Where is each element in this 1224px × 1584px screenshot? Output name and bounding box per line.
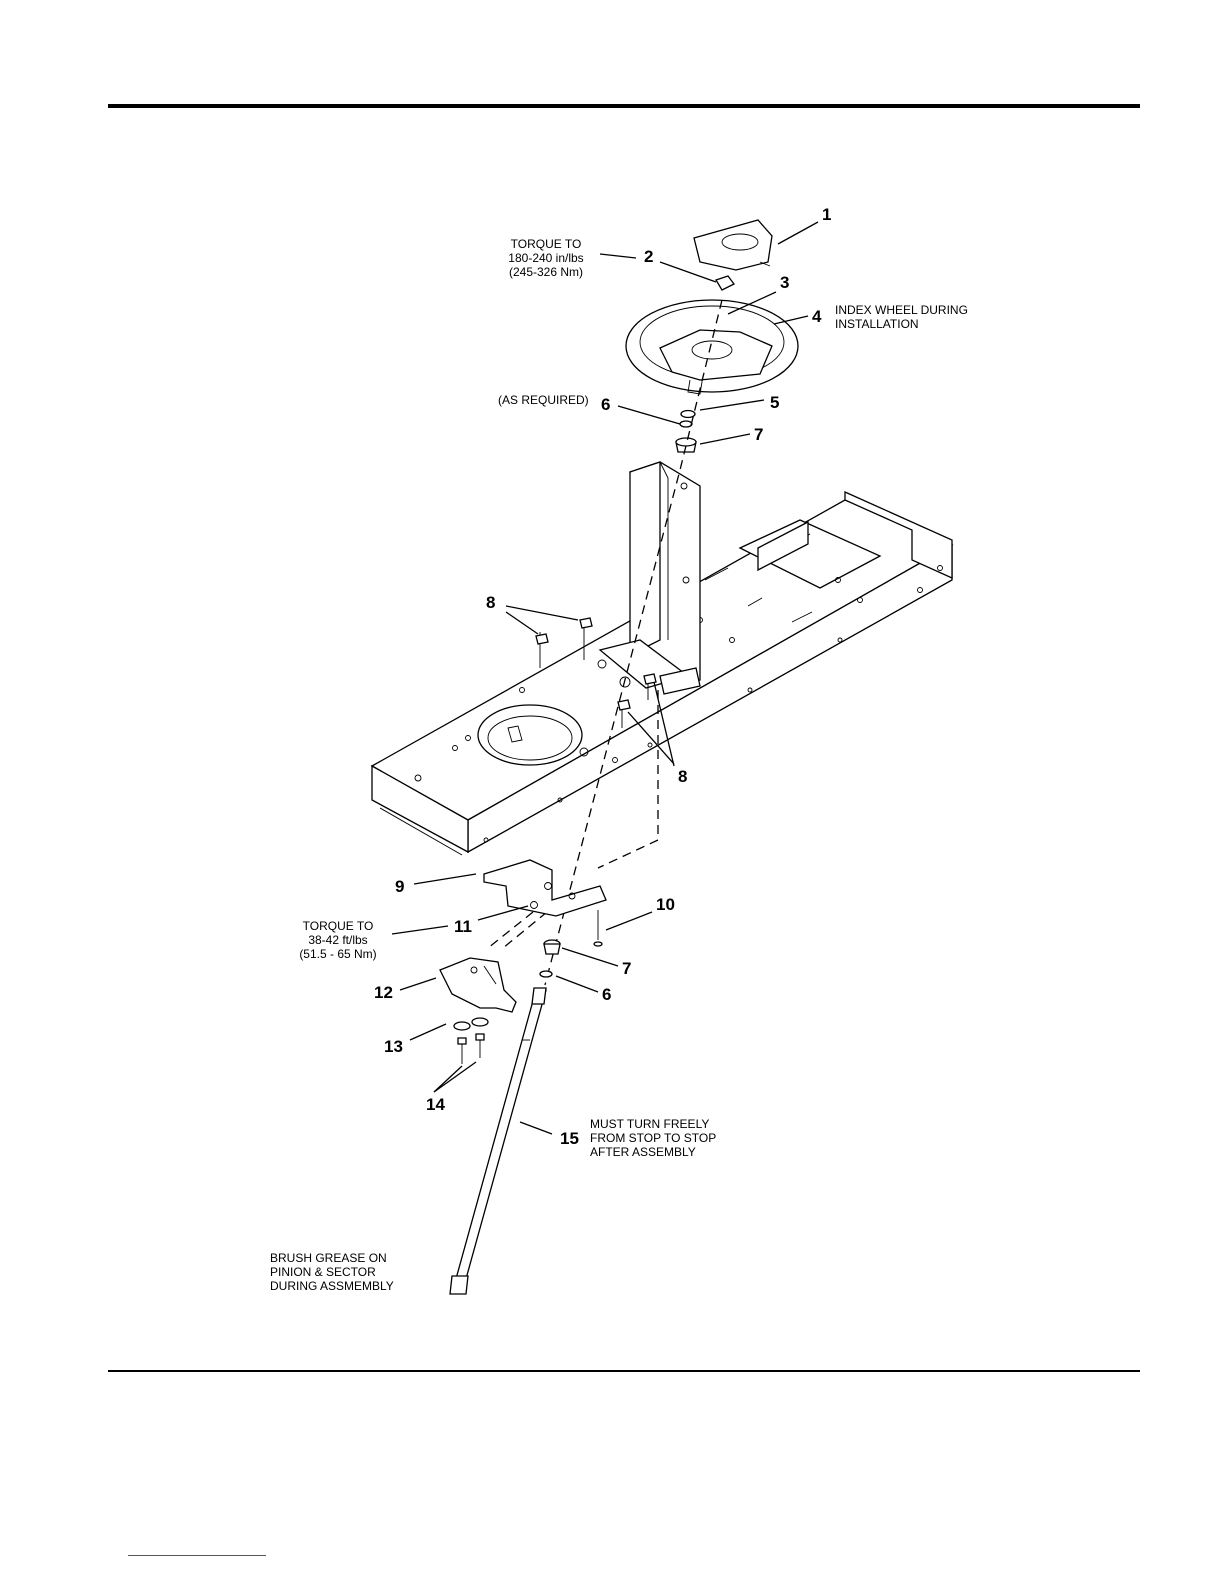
callout-7: 7: [754, 425, 763, 444]
bolt-and-lower-bushing: [540, 910, 602, 977]
callout-3: 3: [780, 273, 789, 292]
support-bracket: [484, 860, 606, 916]
footer-link-underline[interactable]: [128, 1555, 266, 1556]
note-index-wheel: INDEX WHEEL DURING INSTALLATION: [835, 303, 968, 331]
note-torque-mid: TORQUE TO 38-42 ft/lbs (51.5 - 65 Nm): [299, 919, 376, 961]
callout-2: 2: [644, 247, 653, 266]
callout-9: 9: [395, 877, 404, 896]
svg-text:(51.5 - 65 Nm): (51.5 - 65 Nm): [299, 947, 376, 961]
note-turn-freely: MUST TURN FREELY FROM STOP TO STOP AFTER…: [590, 1117, 716, 1159]
footer-rule: [108, 1370, 1140, 1372]
callout-8-lower: 8: [678, 767, 687, 786]
note-grease: BRUSH GREASE ON PINION & SECTOR DURING A…: [270, 1251, 394, 1293]
callout-4: 4: [812, 307, 822, 326]
callout-5: 5: [770, 393, 779, 412]
svg-text:TORQUE TO: TORQUE TO: [511, 237, 582, 251]
callout-13: 13: [384, 1037, 403, 1056]
plate-align-line-2: [503, 912, 547, 948]
callout-15: 15: [560, 1129, 579, 1148]
svg-text:BRUSH GREASE ON: BRUSH GREASE ON: [270, 1251, 387, 1265]
steering-column-support: [600, 462, 700, 694]
note-as-required: (AS REQUIRED): [498, 393, 589, 407]
steering-shaft: [450, 988, 546, 1294]
svg-text:180-240 in/lbs: 180-240 in/lbs: [508, 251, 583, 265]
svg-text:38-42 ft/lbs: 38-42 ft/lbs: [308, 933, 367, 947]
note-torque-top: TORQUE TO 180-240 in/lbs (245-326 Nm): [508, 237, 583, 279]
callout-1: 1: [822, 205, 831, 224]
sector-plate: [440, 958, 516, 1012]
callout-6: 6: [601, 395, 610, 414]
svg-text:AFTER ASSEMBLY: AFTER ASSEMBLY: [590, 1145, 696, 1159]
callout-7-lower: 7: [622, 959, 631, 978]
svg-text:PINION & SECTOR: PINION & SECTOR: [270, 1265, 376, 1279]
callout-11: 11: [454, 917, 472, 936]
svg-text:TORQUE TO: TORQUE TO: [303, 919, 374, 933]
svg-text:(245-326 Nm): (245-326 Nm): [509, 265, 583, 279]
callout-10: 10: [656, 895, 675, 914]
steering-wheel: [626, 300, 798, 394]
callout-6-lower: 6: [602, 985, 611, 1004]
callout-8-upper: 8: [486, 593, 495, 612]
callout-14: 14: [426, 1095, 445, 1114]
svg-text:INDEX WHEEL DURING: INDEX WHEEL DURING: [835, 303, 968, 317]
washers-and-bolts: [454, 1018, 488, 1064]
svg-text:DURING ASSMEMBLY: DURING ASSMEMBLY: [270, 1279, 394, 1293]
svg-text:FROM STOP TO STOP: FROM STOP TO STOP: [590, 1131, 716, 1145]
svg-text:INSTALLATION: INSTALLATION: [835, 317, 919, 331]
steering-wheel-cap: [694, 220, 772, 270]
callout-12: 12: [374, 983, 393, 1002]
svg-text:MUST TURN FREELY: MUST TURN FREELY: [590, 1117, 709, 1131]
